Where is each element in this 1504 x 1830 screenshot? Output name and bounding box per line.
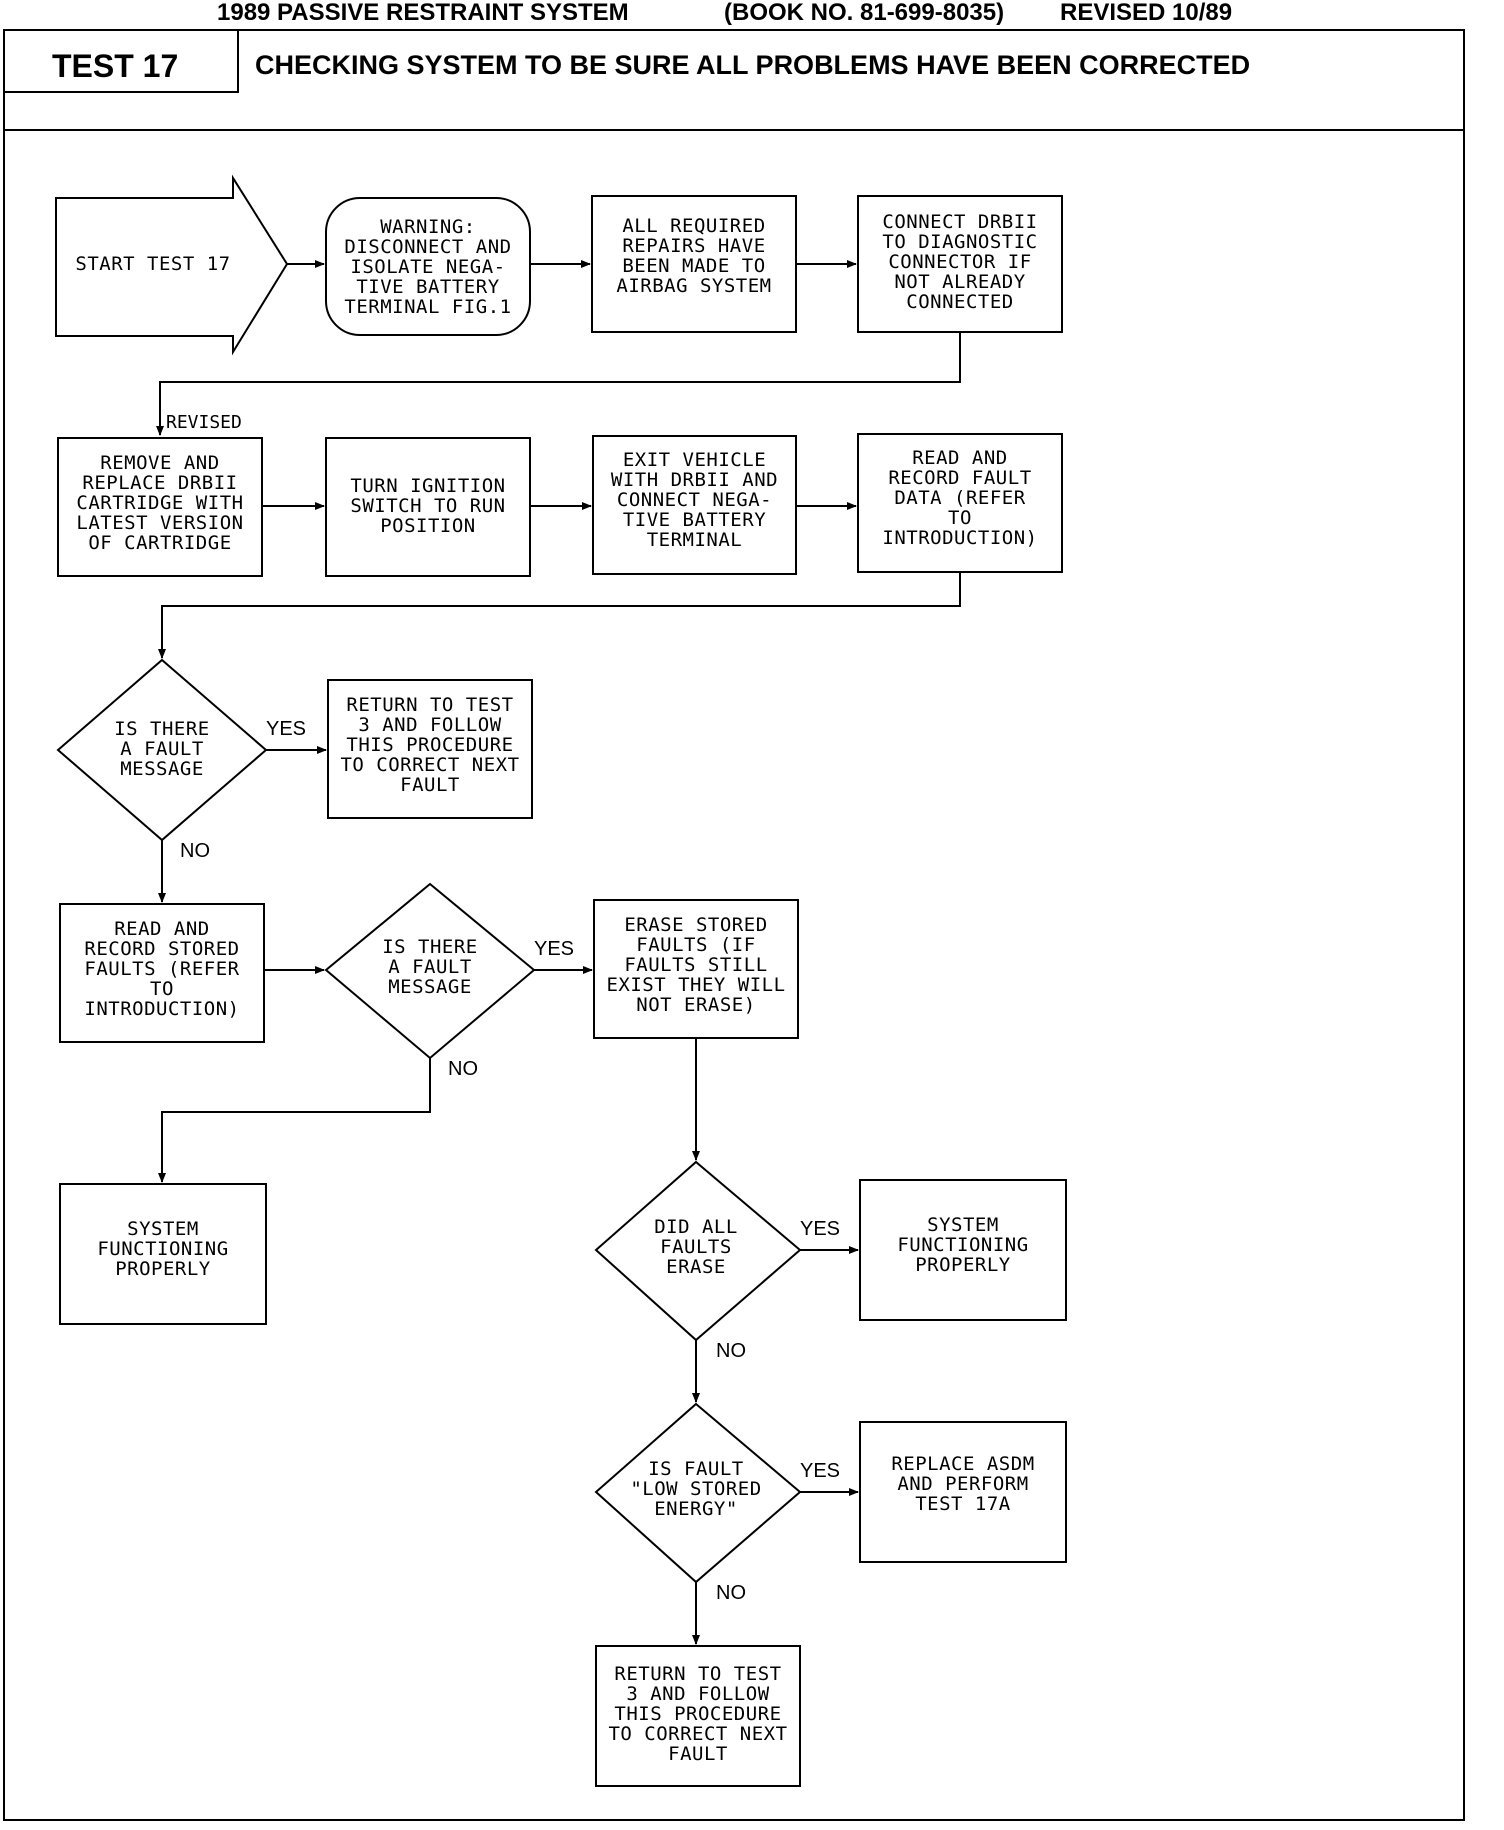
replace-asdm-node: REPLACE ASDM AND PERFORM TEST 17A <box>891 1453 1035 1515</box>
read-stored-box <box>59 903 265 1043</box>
read-fault-data-node: READ AND RECORD FAULT DATA (REFER TO INT… <box>882 447 1038 549</box>
body-frame <box>3 129 1465 1821</box>
test-title: CHECKING SYSTEM TO BE SURE ALL PROBLEMS … <box>255 50 1251 80</box>
did-all-erase-node: DID ALL FAULTS ERASE <box>654 1216 738 1278</box>
exit-vehicle-node: EXIT VEHICLE WITH DRBII AND CONNECT NEGA… <box>610 449 779 551</box>
return-test3-a-node: RETURN TO TEST 3 AND FOLLOW THIS PROCEDU… <box>340 694 520 796</box>
connect-drbii-node: CONNECT DRBII TO DIAGNOSTIC CONNECTOR IF… <box>882 211 1038 313</box>
turn-ignition-node: TURN IGNITION SWITCH TO RUN POSITION <box>350 475 506 537</box>
yes-label-3: YES <box>800 1218 841 1240</box>
erase-stored-node: ERASE STORED FAULTS (IF FAULTS STILL EXI… <box>606 914 786 1016</box>
yes-label-1: YES <box>266 718 307 740</box>
return-test3-box-a <box>327 679 533 819</box>
test-label: TEST 17 <box>52 48 179 84</box>
is-low-energy-node: IS FAULT "LOW STORED ENERGY" <box>630 1458 762 1520</box>
start-arrow-shape <box>55 174 289 356</box>
yes-label-2: YES <box>534 938 575 960</box>
no-label-1: NO <box>180 840 210 862</box>
system-ok-a-node: SYSTEM FUNCTIONING PROPERLY <box>97 1218 229 1280</box>
repairs-made-node: ALL REQUIRED REPAIRS HAVE BEEN MADE TO A… <box>616 215 772 297</box>
return-test3-box-b <box>595 1645 801 1787</box>
return-test3-b-node: RETURN TO TEST 3 AND FOLLOW THIS PROCEDU… <box>608 1663 788 1765</box>
read-stored-node: READ AND RECORD STORED FAULTS (REFER TO … <box>84 918 240 1020</box>
no-label-3: NO <box>716 1340 746 1362</box>
system-ok-b-node: SYSTEM FUNCTIONING PROPERLY <box>897 1214 1029 1276</box>
yes-label-4: YES <box>800 1460 841 1482</box>
publication-title: 1989 PASSIVE RESTRAINT SYSTEM <box>217 0 629 26</box>
test-label-frame <box>3 29 239 93</box>
no-label-4: NO <box>716 1582 746 1604</box>
is-fault-2-node: IS THERE A FAULT MESSAGE <box>382 936 478 998</box>
is-fault-1-node: IS THERE A FAULT MESSAGE <box>114 718 210 780</box>
revised-label: REVISED <box>166 412 242 433</box>
start-node: START TEST 17 <box>75 253 231 275</box>
replace-asdm-box <box>859 1421 1067 1563</box>
replace-cartridge-node: REMOVE AND REPLACE DRBII CARTRIDGE WITH … <box>76 452 244 554</box>
warning-box <box>325 197 531 336</box>
system-ok-box-b <box>859 1179 1067 1321</box>
no-label-2: NO <box>448 1058 478 1080</box>
revision-date: REVISED 10/89 <box>1060 0 1233 26</box>
warning-node: WARNING: DISCONNECT AND ISOLATE NEGA- TI… <box>344 215 512 318</box>
book-number: (BOOK NO. 81-699-8035) <box>724 0 1005 26</box>
system-ok-box-a <box>59 1183 267 1325</box>
